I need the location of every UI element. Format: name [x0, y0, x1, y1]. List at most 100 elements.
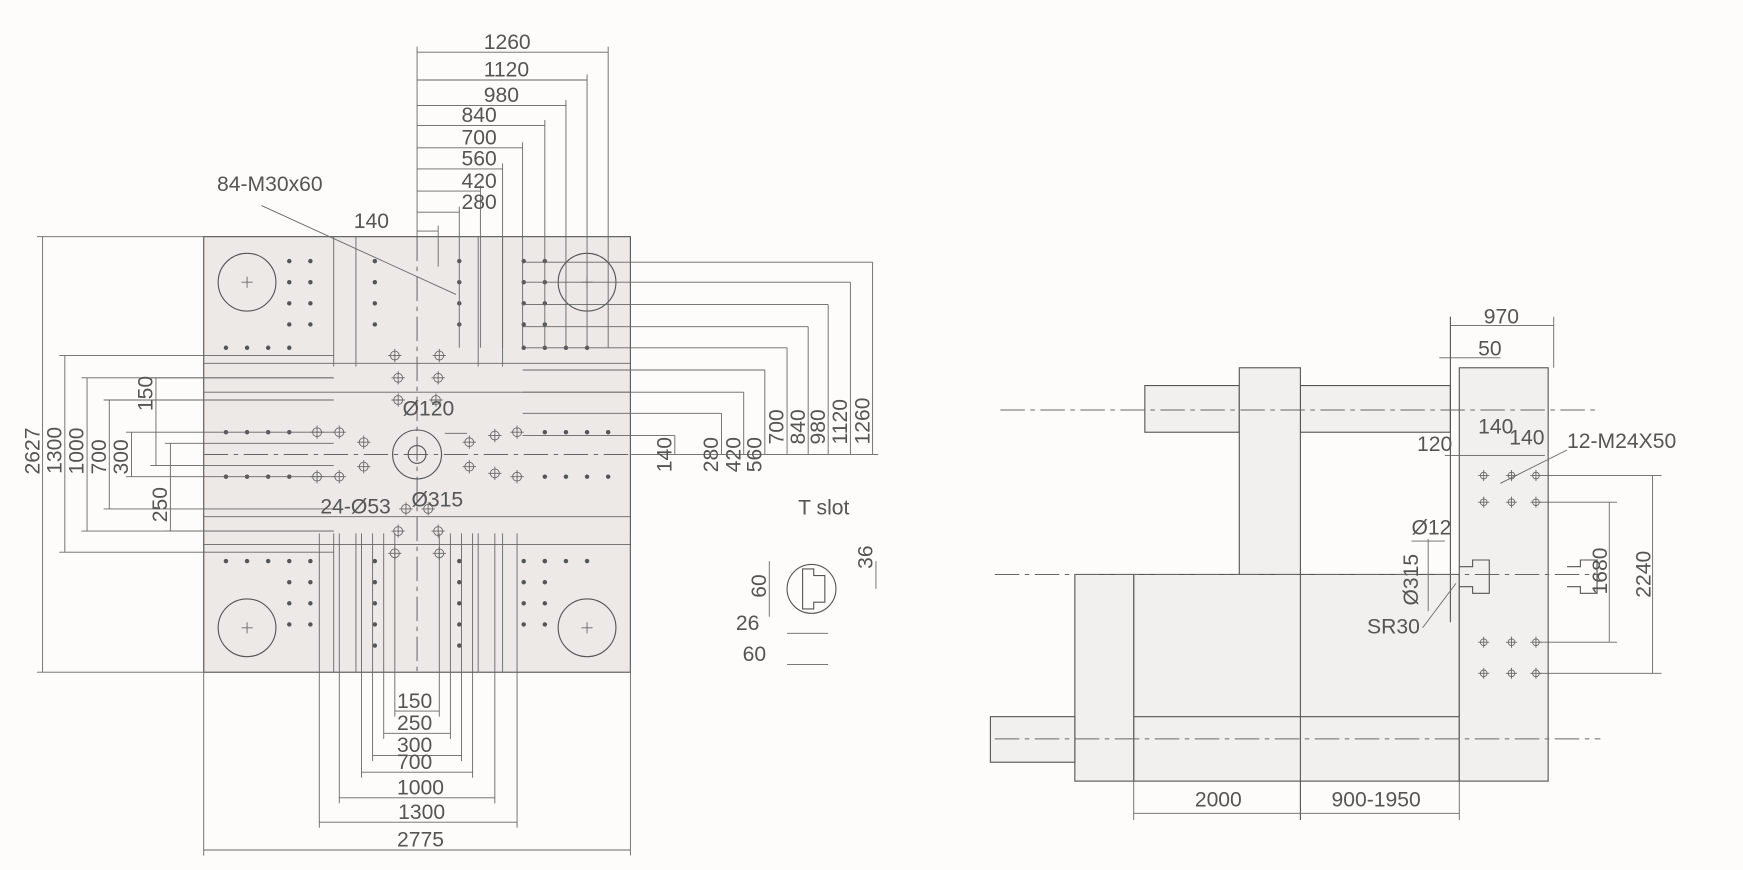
- ejector-hole-cross: [488, 466, 502, 480]
- ejector-hole-cross: [432, 348, 446, 363]
- thread-hole: [542, 474, 548, 479]
- thread-hole: [584, 430, 590, 435]
- dimension-label: 60: [748, 574, 771, 597]
- thread-hole: [521, 622, 526, 627]
- ejector-hole-cross: [388, 348, 402, 363]
- dimension-label: 60: [743, 643, 766, 666]
- ejector-hole-cross: [462, 460, 476, 474]
- ejector-hole-cross: [488, 428, 502, 443]
- thread-hole: [308, 301, 313, 306]
- thread-note: 84-M30x60: [217, 173, 323, 196]
- clamp-body: [1133, 573, 1460, 782]
- thread-hole: [287, 301, 292, 306]
- dimension-label: 1120: [484, 59, 529, 82]
- leader-line: [1500, 449, 1568, 484]
- thread-hole: [372, 558, 378, 564]
- mounting-hole-cross: [1505, 496, 1518, 508]
- thread-hole: [542, 580, 548, 585]
- dimension-label: 560: [462, 148, 497, 171]
- dimension-label: 700: [766, 409, 789, 444]
- dimension-label: 840: [787, 409, 810, 444]
- thread-hole: [308, 322, 313, 327]
- thread-hole: [542, 558, 548, 564]
- thread-hole: [542, 430, 548, 435]
- locating-ring: [392, 429, 443, 480]
- thread-hole: [563, 474, 569, 479]
- thread-hole: [605, 474, 611, 479]
- thread-hole: [457, 622, 462, 627]
- nozzle-profile-right: [1567, 559, 1598, 594]
- leader-line: [261, 205, 457, 295]
- ejector-hole-cross: [332, 470, 346, 484]
- thread-hole: [584, 474, 590, 479]
- dimension-label: 300: [397, 734, 432, 757]
- dimension-label: 1120: [829, 399, 852, 444]
- ejector-hole-cross: [429, 393, 443, 407]
- side-thread-note: 12-M24X50: [1567, 430, 1676, 453]
- dimension-label: 140: [354, 210, 389, 233]
- ejector-hole-cross: [332, 425, 346, 439]
- thread-hole: [372, 643, 378, 648]
- ejector-hole-cross: [421, 502, 435, 516]
- tie-bar-hole: [557, 598, 617, 658]
- thread-hole: [521, 558, 526, 564]
- thread-hole: [244, 558, 250, 564]
- dimension-label: 250: [397, 712, 432, 735]
- thread-hole: [457, 643, 462, 648]
- piston-rod: [1144, 385, 1240, 433]
- thread-hole: [308, 580, 313, 585]
- mounting-hole-cross: [1478, 636, 1490, 648]
- cylinder-end: [1074, 573, 1135, 782]
- mounting-hole-cross: [1505, 667, 1518, 679]
- dimension-label: 280: [700, 437, 723, 472]
- thread-hole: [308, 258, 313, 264]
- thread-hole: [563, 430, 569, 435]
- dimension-label: 36: [855, 545, 878, 568]
- thread-hole: [605, 430, 611, 435]
- dimension-label: 420: [462, 170, 497, 193]
- dimension-label: 150: [135, 376, 158, 411]
- leader-line: [1422, 583, 1457, 629]
- thread-hole: [372, 601, 378, 606]
- tie-bar-hole: [217, 252, 277, 312]
- thread-hole: [457, 580, 462, 585]
- thread-hole: [308, 280, 313, 285]
- annotations: 84-M30x60 Ø120 Ø315 24-Ø53 T slot 970 50…: [217, 173, 1676, 812]
- dimension-label: 560: [744, 437, 767, 472]
- dimension-label: 1000: [397, 776, 444, 799]
- ejector-hole-cross: [357, 460, 371, 474]
- dimension-label: 300: [110, 439, 133, 474]
- thread-hole: [372, 622, 378, 627]
- thread-hole: [372, 301, 378, 306]
- dimension-label: 1260: [851, 397, 874, 444]
- side-view-machine: [989, 316, 1601, 820]
- center-mark: [241, 622, 253, 634]
- dimension-label: 1300: [44, 427, 67, 474]
- dimension-label: 280: [462, 191, 497, 214]
- dim-970: 970: [1484, 305, 1519, 328]
- dimension-label: 980: [484, 84, 519, 107]
- thread-hole: [563, 558, 569, 564]
- front-view-platen: [203, 236, 631, 673]
- thread-hole: [308, 601, 313, 606]
- ejector-hole-cross: [391, 524, 405, 538]
- dimension-label: 1000: [66, 427, 89, 474]
- thread-hole: [457, 558, 462, 564]
- thread-hole: [542, 601, 548, 606]
- dimension-label: 250: [149, 487, 172, 522]
- ejector-hole-cross: [510, 470, 524, 484]
- mounting-hole-cross: [1478, 470, 1490, 482]
- dimension-label: 840: [462, 104, 497, 127]
- dimension-label: 700: [397, 751, 432, 774]
- t-slot-circle: [786, 563, 837, 614]
- ejector-holes-label: 24-Ø53: [320, 495, 390, 518]
- thread-hole: [372, 580, 378, 585]
- thread-hole: [287, 558, 292, 564]
- moving-platen: [1238, 367, 1301, 575]
- nozzle-hole-label: Ø12: [1412, 516, 1452, 539]
- dim-120: 120: [1417, 433, 1452, 456]
- thread-hole: [584, 558, 590, 564]
- bottom-rod: [989, 716, 1076, 763]
- thread-hole: [244, 345, 250, 350]
